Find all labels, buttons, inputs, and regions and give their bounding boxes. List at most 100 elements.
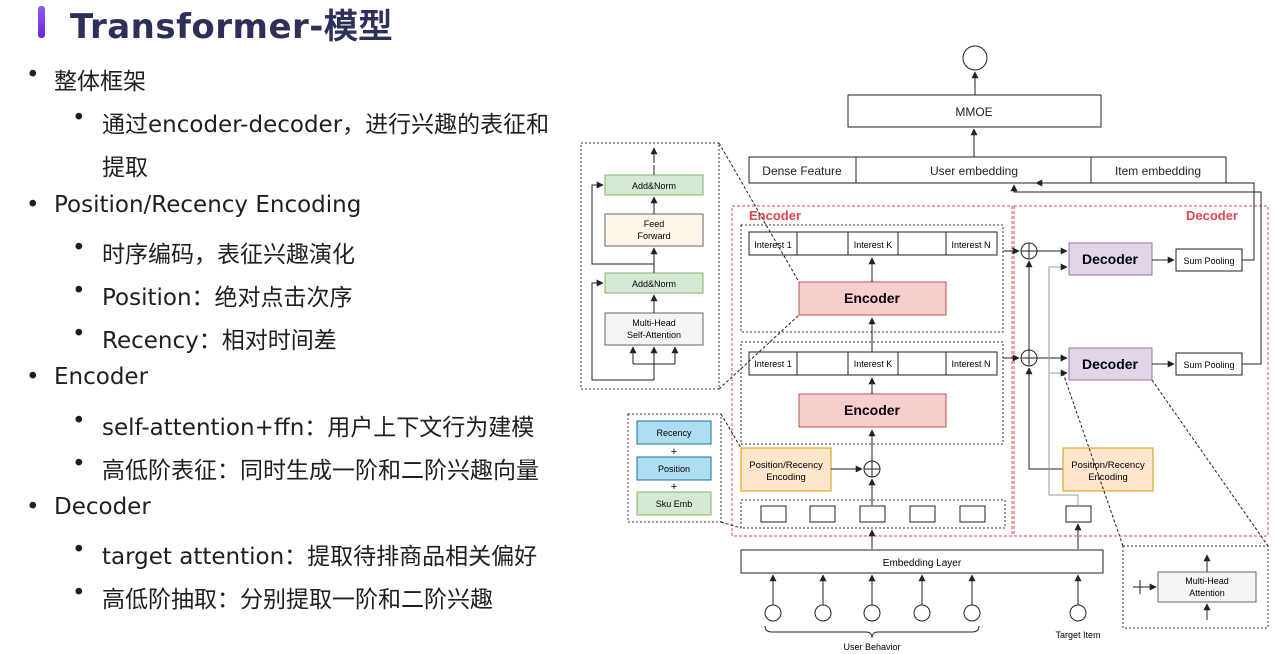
- embedding-cell: [760, 505, 787, 523]
- embedding-cell: [959, 505, 986, 523]
- decoder-section-label: Decoder: [1186, 208, 1238, 223]
- feed-forward-label: Forward: [637, 231, 670, 241]
- bullet-dot: •: [72, 278, 86, 304]
- interest-row-2: [748, 231, 998, 256]
- bullet-dot: •: [72, 537, 86, 563]
- recency-label: Recency: [656, 428, 692, 438]
- position-recency-label: Encoding: [1088, 472, 1128, 483]
- user-behavior-label: User Behavior: [843, 642, 900, 652]
- bullet-text: 时序编码，表征兴趣演化: [102, 242, 355, 268]
- bullet-dot: •: [26, 192, 40, 218]
- bullet-text: 整体框架: [54, 69, 146, 95]
- add-norm-label: Add&Norm: [632, 181, 676, 191]
- add-norm-label: Add&Norm: [632, 279, 676, 289]
- bullet-text: target attention：提取待排商品相关偏好: [102, 544, 538, 570]
- bullet-item: • 高低阶表征：同时生成一阶和二阶兴趣向量: [72, 451, 539, 485]
- behavior-input-node: [814, 604, 832, 622]
- bullet-dot: •: [72, 321, 86, 347]
- interest-n-label: Interest N: [951, 359, 990, 369]
- multi-head-label: Attention: [1189, 588, 1225, 598]
- bullet-text: 高低阶表征：同时生成一阶和二阶兴趣向量: [102, 458, 539, 484]
- multi-head-self-attention-box: [604, 312, 704, 346]
- bullet-text: Recency：相对时间差: [102, 328, 337, 354]
- position-recency-label: Position/Recency: [1071, 460, 1145, 471]
- attention-detail-box: [1122, 545, 1269, 629]
- bullet-item: • target attention：提取待排商品相关偏好: [72, 537, 538, 571]
- recency-box: [636, 420, 712, 445]
- interest-1-label: Interest 1: [754, 240, 792, 250]
- target-embedding-cell: [1065, 505, 1092, 523]
- plus-icon: +: [671, 446, 677, 458]
- bullet-dot: •: [72, 235, 86, 261]
- behavior-input-node: [963, 604, 981, 622]
- decoder-block-label: Decoder: [1082, 251, 1139, 267]
- bullet-text: self-attention+ffn：用户上下文行为建模: [102, 415, 535, 441]
- bullet-item: • Position：绝对点击次序: [72, 278, 353, 312]
- slide-title: Transformer-模型: [70, 7, 393, 47]
- mmoe-label: MMOE: [955, 105, 992, 119]
- bullet-item: • Recency：相对时间差: [72, 321, 337, 355]
- title-accent-bar: [38, 6, 45, 38]
- bullet-item: •Decoder: [26, 494, 151, 520]
- bullet-item: •整体框架: [26, 62, 146, 96]
- bullet-text: Position/Recency Encoding: [54, 192, 362, 218]
- output-node: [962, 45, 988, 71]
- decoder-block-label: Decoder: [1082, 356, 1139, 372]
- position-recency-encoding-box: [1062, 447, 1154, 492]
- bullet-dot: •: [72, 580, 86, 606]
- behavior-input-node: [913, 604, 931, 622]
- sku-emb-label: Sku Emb: [656, 499, 693, 509]
- multi-head-label: Multi-Head: [632, 318, 676, 328]
- bullet-item: • self-attention+ffn：用户上下文行为建模: [72, 408, 535, 442]
- position-label: Position: [658, 464, 690, 474]
- bullet-dot: •: [72, 408, 86, 434]
- bullet-text: 提取: [102, 155, 148, 181]
- bullet-dot: •: [72, 451, 86, 477]
- position-box: [636, 456, 712, 481]
- behavior-input-node: [764, 604, 782, 622]
- sum-pooling-label: Sum Pooling: [1183, 360, 1234, 370]
- embedding-layer-box: [740, 549, 1104, 574]
- encoder-section-label: Encoder: [749, 208, 801, 223]
- feed-forward-box: [604, 213, 704, 247]
- self-attention-label: Self-Attention: [627, 330, 681, 340]
- mmoe-box: [847, 94, 1102, 128]
- interest-1-label: Interest 1: [754, 359, 792, 369]
- bullet-dot: •: [26, 494, 40, 520]
- embedding-layer-label: Embedding Layer: [883, 558, 962, 569]
- encoder-detail-box: [580, 142, 720, 390]
- user-embedding-label: User embedding: [930, 164, 1018, 178]
- behavior-embedding-group: [740, 499, 1006, 529]
- interest-n-label: Interest N: [951, 240, 990, 250]
- encoder-layer-1: [740, 341, 1004, 445]
- bullet-text: 通过encoder-decoder，进行兴趣的表征和: [102, 112, 550, 138]
- feature-row: [748, 156, 1227, 184]
- bullet-text: Position：绝对点击次序: [102, 285, 353, 311]
- embedding-cell: [909, 505, 936, 523]
- architecture-diagram: MMOE Dense Feature User embedding Item e…: [580, 45, 1269, 652]
- bullet-item: • 时序编码，表征兴趣演化: [72, 235, 355, 269]
- bullet-dot: •: [72, 105, 86, 131]
- bullet-item: • Encoder: [26, 364, 149, 390]
- bullet-item: • Position/Recency Encoding: [26, 192, 362, 218]
- bullet-item-continuation: 提取: [102, 148, 148, 182]
- bullet-item: • 通过encoder-decoder，进行兴趣的表征和: [72, 105, 550, 139]
- encoder-block-label: Encoder: [844, 290, 901, 306]
- sum-pooling-label: Sum Pooling: [1183, 256, 1234, 266]
- bullet-dot: •: [26, 364, 40, 390]
- encoder-block-2: [798, 281, 947, 316]
- feed-forward-label: Feed: [644, 219, 665, 229]
- position-recency-label: Encoding: [766, 472, 806, 483]
- bullet-text: Encoder: [54, 364, 149, 390]
- multi-head-label: Multi-Head: [1185, 576, 1229, 586]
- item-embedding-label: Item embedding: [1115, 164, 1201, 178]
- input-embedding-detail-box: [627, 413, 722, 523]
- interest-k-label: Interest K: [854, 240, 893, 250]
- dense-feature-label: Dense Feature: [762, 164, 842, 178]
- user-behavior-brace: [764, 625, 980, 639]
- multi-head-attention-box: [1157, 571, 1257, 603]
- embedding-cell: [859, 505, 886, 523]
- interest-k-label: Interest K: [854, 359, 893, 369]
- sku-emb-box: [636, 491, 712, 516]
- decoder-section: [1013, 205, 1269, 537]
